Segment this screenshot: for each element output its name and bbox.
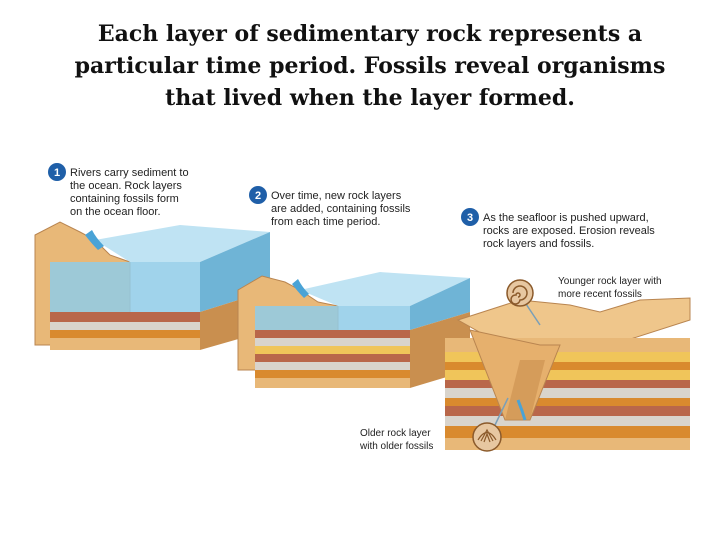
step-3-line-1: As the seafloor is pushed upward, xyxy=(483,212,649,224)
slide-title: Each layer of sedimentary rock represent… xyxy=(60,18,680,114)
step-1-number: 1 xyxy=(54,167,60,179)
title-line-2: particular time period. Fossils reveal o… xyxy=(74,53,666,79)
younger-label-line-1: Younger rock layer with xyxy=(558,276,662,287)
step-1-line-4: on the ocean floor. xyxy=(70,206,161,218)
block-3-valley xyxy=(469,329,561,421)
step-2-line-3: from each time period. xyxy=(271,216,380,228)
block-1-layer-gray xyxy=(50,322,200,330)
younger-fossil-callout xyxy=(506,279,541,326)
block-3-valley-shade xyxy=(505,360,545,420)
older-fossil-icon xyxy=(472,422,502,452)
block-2-water-surface xyxy=(300,272,470,306)
block-2-layer-1 xyxy=(255,330,410,338)
step-1-badge xyxy=(48,163,66,181)
step-3-badge xyxy=(461,208,479,226)
block-1-river xyxy=(85,230,104,250)
block-1-layer-orange xyxy=(50,330,200,338)
step-1: 1 Rivers carry sediment to the ocean. Ro… xyxy=(48,163,189,218)
block-2-river xyxy=(292,279,309,298)
step-2: 2 Over time, new rock layers are added, … xyxy=(249,186,411,228)
step-2-number: 2 xyxy=(255,190,261,202)
older-layer-label: Older rock layer with older fossils xyxy=(359,428,433,452)
block-2-layer-4 xyxy=(255,354,410,362)
step-3-number: 3 xyxy=(467,212,473,224)
title-line-1: Each layer of sedimentary rock represent… xyxy=(97,21,643,47)
title-line-3: that lived when the layer formed. xyxy=(165,85,575,111)
block-3 xyxy=(445,297,691,450)
step-2-line-1: Over time, new rock layers xyxy=(271,190,402,202)
older-fossil-callout xyxy=(472,397,509,452)
block-2-layer-5 xyxy=(255,362,410,370)
step-3: 3 As the seafloor is pushed upward, rock… xyxy=(461,208,655,250)
block-2-water-side xyxy=(410,278,470,330)
step-3-line-2: rocks are exposed. Erosion reveals xyxy=(483,225,655,237)
step-1-line-3: containing fossils form xyxy=(70,193,179,205)
older-label-line-1: Older rock layer xyxy=(360,428,431,439)
block-1-water-surface xyxy=(95,225,270,262)
block-2-water-front xyxy=(255,306,410,330)
step-2-badge xyxy=(249,186,267,204)
step-3-line-3: rock layers and fossils. xyxy=(483,238,594,250)
block-1-layer-base xyxy=(50,338,200,350)
block-1 xyxy=(34,221,270,350)
block-2-layer-3 xyxy=(255,346,410,354)
block-2-layer-6 xyxy=(255,370,410,378)
block-1-water-front xyxy=(50,262,200,312)
step-1-line-2: the ocean. Rock layers xyxy=(70,180,182,192)
block-3-front-layers xyxy=(445,338,690,450)
younger-layer-label: Younger rock layer with more recent foss… xyxy=(558,276,662,300)
younger-label-line-2: more recent fossils xyxy=(558,289,642,300)
step-2-line-2: are added, containing fossils xyxy=(271,203,411,215)
block-2-layer-base xyxy=(255,378,410,388)
block-1-layer-brown xyxy=(50,312,200,322)
block-2-layer-2 xyxy=(255,338,410,346)
block-3-stream xyxy=(516,399,527,421)
step-1-line-1: Rivers carry sediment to xyxy=(70,167,189,179)
older-label-line-2: with older fossils xyxy=(359,441,433,452)
block-2 xyxy=(237,272,470,388)
